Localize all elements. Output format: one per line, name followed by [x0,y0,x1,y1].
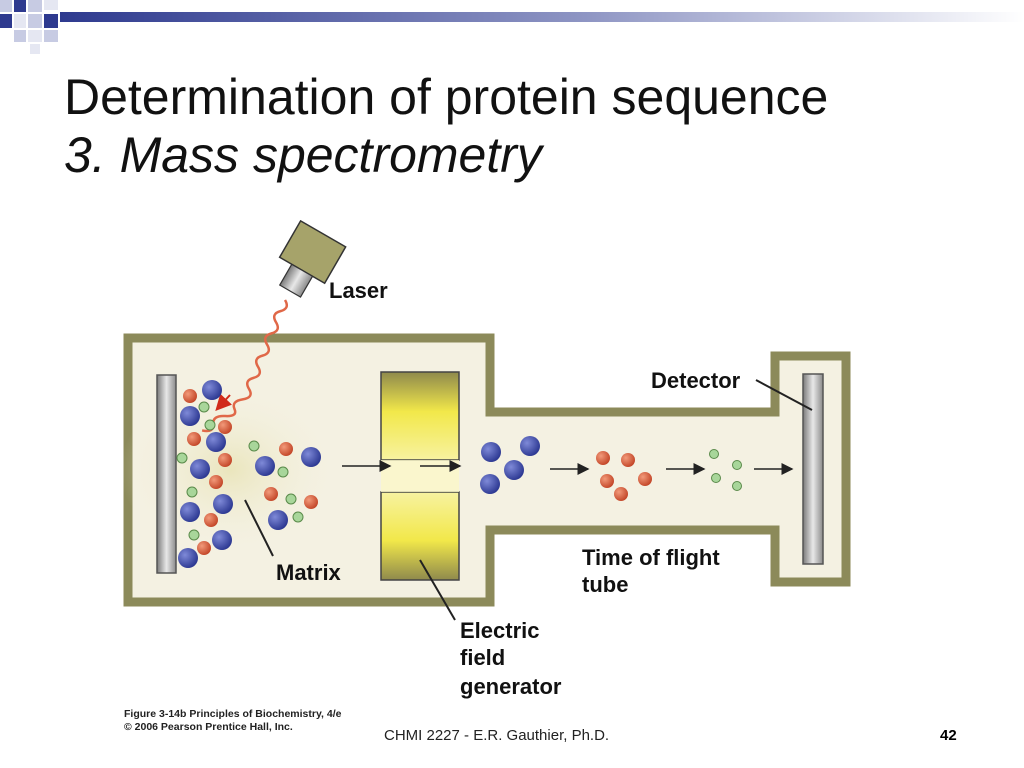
header-square [14,0,26,12]
laser-device-icon [278,220,347,298]
laser-beam [201,299,289,433]
slide-title: Determination of protein sequence 3. Mas… [64,68,828,184]
header-square [44,30,58,42]
label-tof-line2: tube [582,572,628,597]
light-ions [709,449,742,491]
header-square [30,44,40,54]
page-number: 42 [940,727,957,744]
label-efg-line2: field [460,645,505,670]
heavy-ions [480,436,540,494]
header-square [14,14,26,28]
field-gap-glow [381,460,459,492]
matrix-particles [176,380,321,568]
figure-caption: Figure 3-14b Principles of Biochemistry,… [124,708,341,734]
header-square [44,0,58,10]
figure-caption-line1: Figure 3-14b Principles of Biochemistry,… [124,708,342,720]
header-square [44,14,58,28]
medium-ions [596,451,652,501]
label-efg-line3: generator [460,674,562,699]
ion-plume [120,385,340,555]
slide-subtitle: 3. Mass spectrometry [64,127,542,183]
label-tof-line1: Time of flight [582,545,720,570]
mass-spectrometer-diagram: Laser Detector Matrix Time of flight tub… [120,220,851,699]
header-square [0,14,12,28]
sample-plate-icon [156,374,177,574]
field-plate-bottom [380,491,460,581]
header-gradient-bar [60,12,1024,22]
figure-caption-line2: © 2006 Pearson Prentice Hall, Inc. [124,721,293,733]
field-plate-top [380,371,460,461]
slide-footer: CHMI 2227 - E.R. Gauthier, Ph.D. [384,727,610,744]
label-detector: Detector [651,368,741,393]
header-decoration [0,0,1024,54]
vacuum-chamber [123,333,851,607]
leader-line-detector [755,379,813,411]
laser-impact-arrow [215,393,233,411]
leader-line-matrix [244,499,274,557]
leader-line-field [419,559,456,621]
label-efg-line1: Electric [460,618,540,643]
header-square [14,30,26,42]
header-square [28,30,42,42]
slide-title-line1: Determination of protein sequence [64,69,829,125]
header-square [28,0,42,12]
label-matrix: Matrix [276,560,342,585]
detector-plate-icon [802,373,824,565]
header-square [28,14,42,28]
header-square [0,0,12,12]
label-laser: Laser [329,278,388,303]
